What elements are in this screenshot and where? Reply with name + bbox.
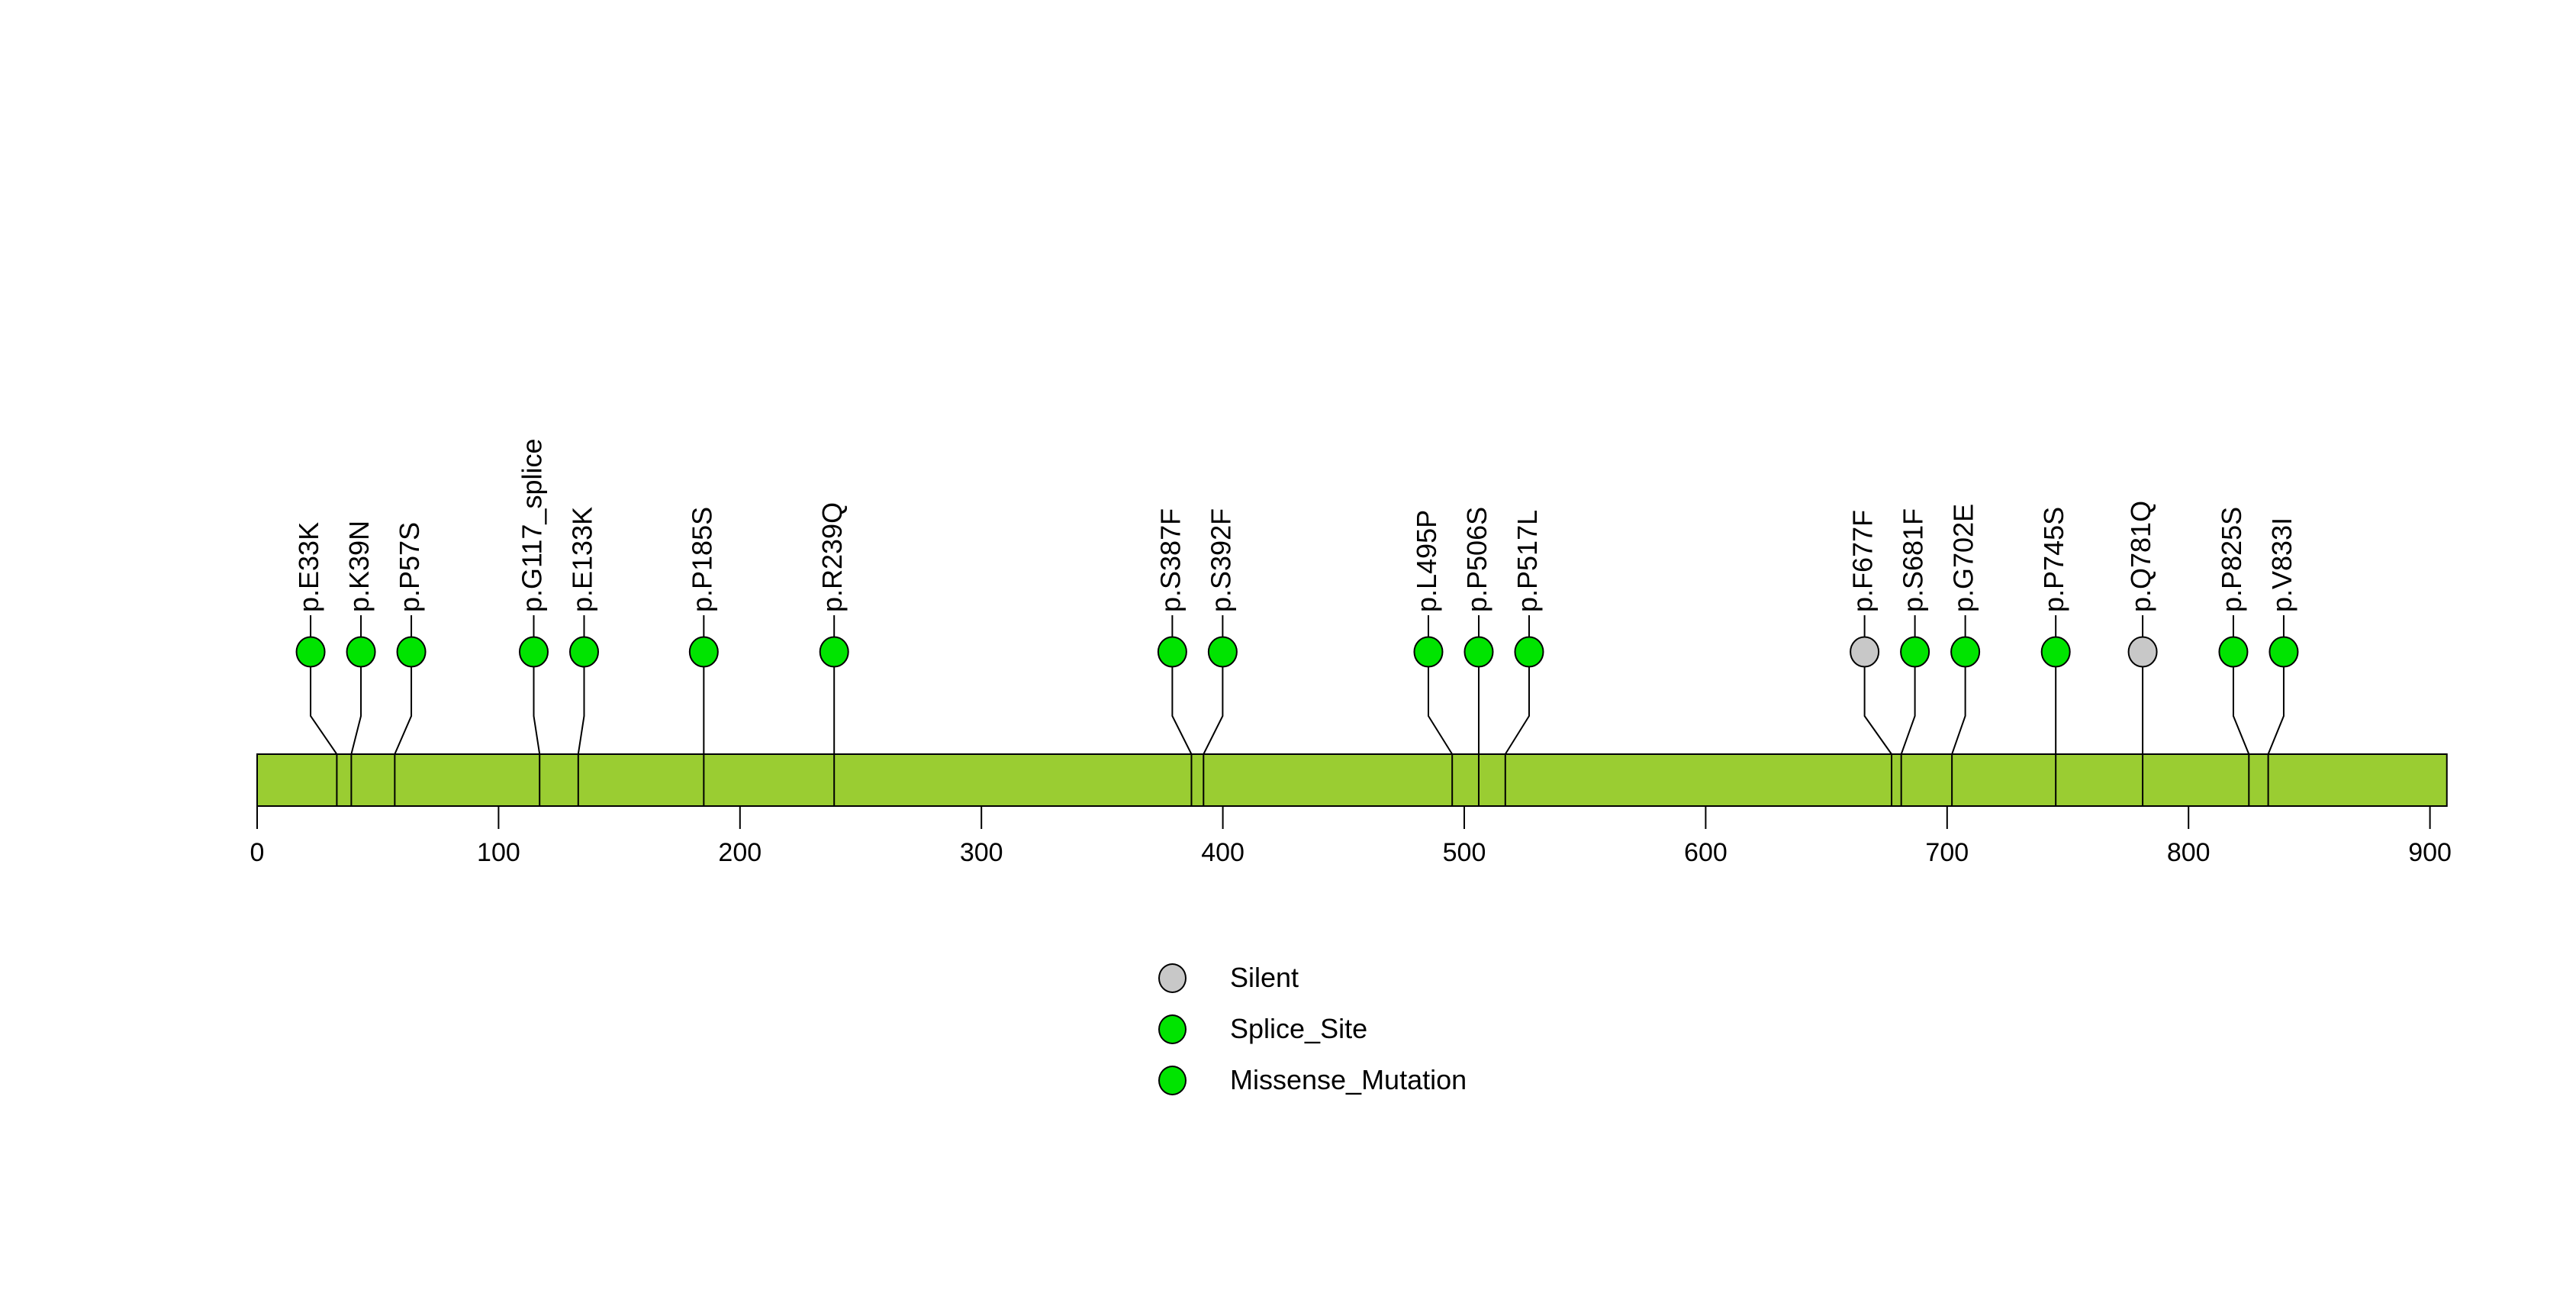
mutation-circle-missense_mutation [1514, 636, 1544, 668]
axis-tick-label: 200 [718, 838, 762, 867]
lollipop-stem [1171, 666, 1193, 806]
lollipop-stem [394, 666, 413, 806]
legend-item-missense-mutation: Missense_Mutation [1158, 1064, 1467, 1096]
mutation-circle-missense_mutation [688, 636, 719, 668]
mutation-circle-missense_mutation [1207, 636, 1238, 668]
axis-tick-label: 100 [477, 838, 520, 867]
mutation-circle-missense_mutation [819, 636, 849, 668]
missense-mutation-swatch-icon [1158, 1065, 1187, 1095]
axis-tick-label: 300 [960, 838, 1003, 867]
axis-tick-label: 900 [2408, 838, 2452, 867]
lollipop-stem [350, 666, 362, 806]
mutation-circle-missense_mutation [1950, 636, 1981, 668]
lollipop-stem [1203, 666, 1224, 806]
axis-tick-label: 800 [2167, 838, 2211, 867]
mutation-label: p.S681F [1898, 508, 1929, 612]
mutation-circle-splice_site [519, 636, 549, 668]
legend-label: Missense_Mutation [1230, 1064, 1467, 1095]
gene-body-bar [256, 753, 2448, 807]
mutation-label: p.K39N [343, 521, 375, 612]
mutation-circle-missense_mutation [569, 636, 599, 668]
mutation-circle-missense_mutation [1413, 636, 1444, 668]
lollipop-stem [2267, 666, 2285, 806]
mutation-circle-missense_mutation [2040, 636, 2071, 668]
axis-tick-label: 700 [1925, 838, 1969, 867]
axis-tick-label: 400 [1201, 838, 1245, 867]
axis-tick-label: 0 [250, 838, 265, 867]
axis-tick-label: 500 [1443, 838, 1486, 867]
mutation-label: p.P506S [1461, 507, 1492, 612]
lollipop-stem [1427, 666, 1454, 806]
mutation-label: p.S392F [1205, 508, 1236, 612]
mutation-label: p.P825S [2216, 507, 2247, 612]
mutation-circle-silent [1850, 636, 1880, 668]
lollipop-stem [1863, 666, 1893, 806]
mutation-label: p.L495P [1411, 510, 1442, 612]
mutation-label: p.Q781Q [2125, 501, 2156, 612]
mutation-label: p.P185S [686, 507, 717, 612]
mutation-label: p.G702E [1948, 504, 1979, 612]
lollipop-stem [1900, 666, 1916, 806]
lollipop-stem [2232, 666, 2250, 806]
axis-tick-label: 600 [1684, 838, 1728, 867]
lollipop-stem [1951, 666, 1966, 806]
mutation-label: p.F677F [1847, 510, 1879, 612]
mutation-circle-missense_mutation [1463, 636, 1494, 668]
mutation-circle-missense_mutation [295, 636, 326, 668]
mutation-label: p.E133K [567, 507, 598, 612]
lollipop-stem [1504, 666, 1530, 806]
mutation-circle-silent [2127, 636, 2158, 668]
mutation-circle-missense_mutation [2268, 636, 2299, 668]
legend-label: Silent [1230, 962, 1299, 993]
mutation-label: p.P745S [2038, 507, 2069, 612]
legend: Silent Splice_Site Missense_Mutation [1158, 962, 1467, 1115]
mutation-label: p.R239Q [816, 502, 848, 612]
lollipop-stem [533, 666, 541, 806]
mutation-label: p.P57S [394, 522, 425, 612]
mutation-label: p.E33K [293, 522, 324, 612]
mutation-label: p.S387F [1154, 508, 1186, 612]
mutation-circle-missense_mutation [1900, 636, 1930, 668]
legend-item-splice-site: Splice_Site [1158, 1013, 1467, 1045]
mutation-label: p.P517L [1512, 510, 1543, 612]
mutation-circle-missense_mutation [396, 636, 427, 668]
legend-item-silent: Silent [1158, 962, 1467, 994]
mutation-circle-missense_mutation [346, 636, 376, 668]
silent-swatch-icon [1158, 963, 1187, 993]
lollipop-stem [577, 666, 585, 806]
mutation-label: p.G117_splice [517, 439, 548, 612]
lollipop-stem [310, 666, 338, 806]
legend-label: Splice_Site [1230, 1013, 1368, 1044]
mutation-circle-missense_mutation [1157, 636, 1187, 668]
mutation-circle-missense_mutation [2218, 636, 2249, 668]
mutation-label: p.V833I [2266, 518, 2297, 612]
splice-site-swatch-icon [1158, 1014, 1187, 1044]
